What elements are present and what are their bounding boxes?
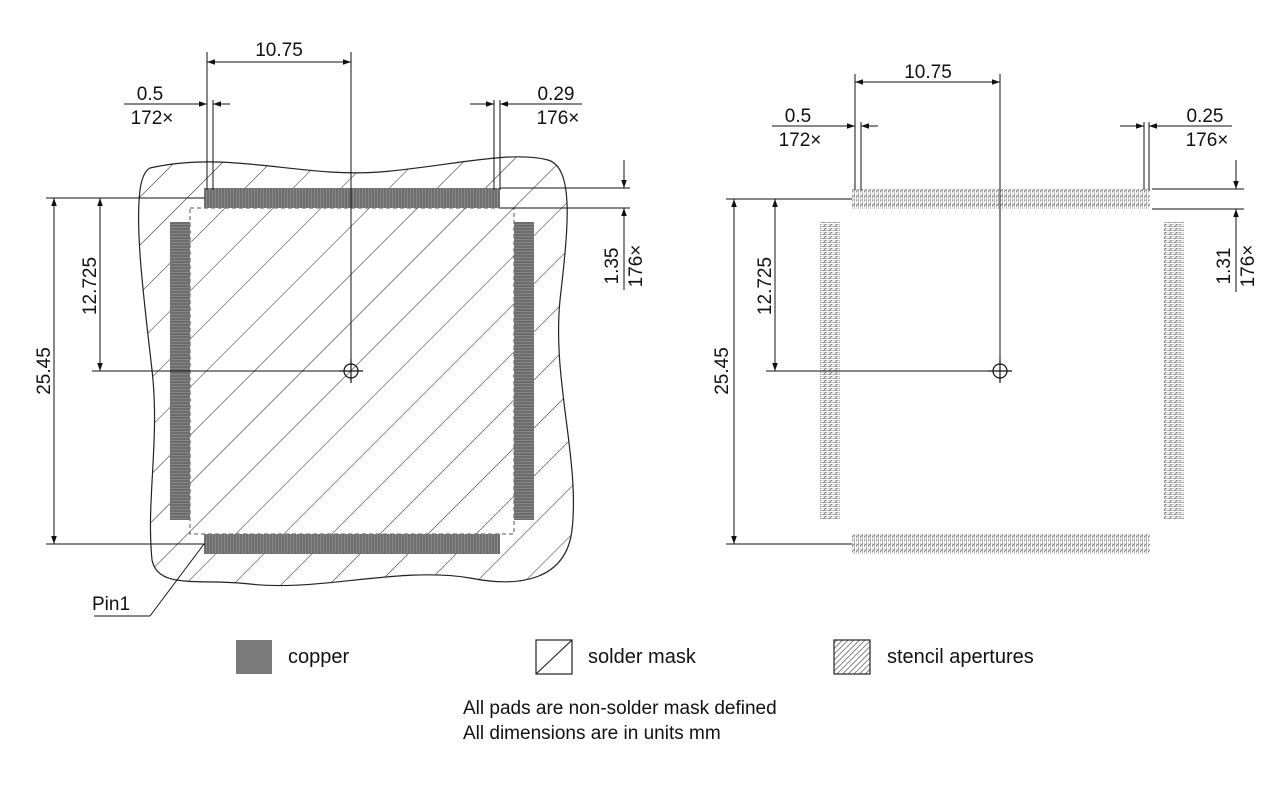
right-half-y-label: 12.725	[755, 257, 776, 315]
pin1-label: Pin1	[92, 594, 130, 615]
legend	[236, 639, 871, 675]
left-pad-length-count-label: 176×	[626, 245, 647, 288]
legend-copper-swatch	[236, 640, 272, 674]
right-pitch-label: 0.5	[785, 106, 811, 127]
left-pad-width-label: 0.29	[538, 84, 575, 105]
left-view: 10.75 0.5 172× 0.29 176× 1.35 176× 25.45…	[34, 40, 647, 617]
legend-stencil-label: stencil apertures	[887, 646, 1034, 668]
legend-solder-mask-label: solder mask	[588, 646, 696, 668]
note-units: All dimensions are in units mm	[463, 723, 721, 744]
left-half-y-label: 12.725	[80, 257, 101, 315]
legend-stencil-swatch	[833, 639, 871, 675]
left-span-x-label: 10.75	[255, 40, 303, 61]
left-pitch-count-label: 172×	[131, 108, 174, 129]
left-span-y-label: 25.45	[34, 347, 55, 395]
right-span-x-label: 10.75	[904, 62, 952, 83]
right-pad-width-label: 0.25	[1187, 106, 1224, 127]
right-pad-width-count-label: 176×	[1186, 130, 1229, 151]
copper-pads-right	[514, 222, 534, 520]
center-mark	[339, 359, 363, 383]
right-pad-length-label: 1.31	[1214, 248, 1235, 285]
stencil-pads-top	[852, 189, 1150, 209]
left-pitch-label: 0.5	[137, 84, 163, 105]
note-nsmd: All pads are non-solder mask defined	[463, 698, 777, 719]
stencil-pads-right	[1164, 222, 1184, 520]
legend-solder-mask-swatch	[535, 639, 573, 675]
right-view: 10.75 0.5 172× 0.25 176× 1.31 176× 25.45…	[712, 62, 1259, 554]
right-pitch-count-label: 172×	[779, 130, 822, 151]
copper-pads-top	[204, 188, 500, 208]
stencil-pads-bottom	[852, 534, 1150, 554]
right-span-y-label: 25.45	[712, 347, 733, 395]
left-pad-width-count-label: 176×	[537, 108, 580, 129]
copper-pads-bottom	[204, 534, 500, 554]
legend-copper-label: copper	[288, 646, 350, 668]
center-mark-right	[988, 359, 1012, 383]
right-pad-length-count-label: 176×	[1238, 245, 1259, 288]
left-pad-length-label: 1.35	[602, 248, 623, 285]
